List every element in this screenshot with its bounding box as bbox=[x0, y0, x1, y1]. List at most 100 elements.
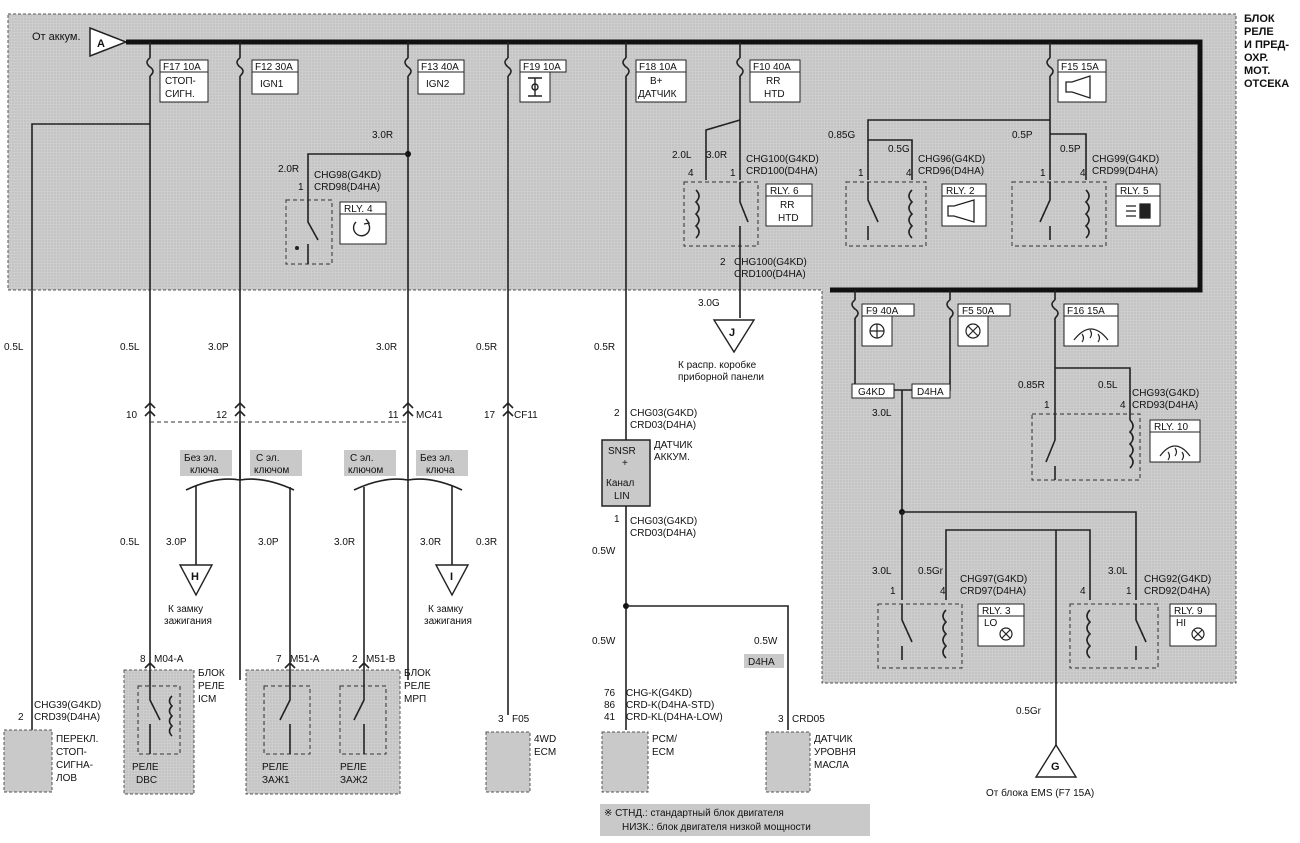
svg-text:0.3R: 0.3R bbox=[476, 537, 497, 548]
svg-text:2: 2 bbox=[720, 257, 726, 268]
svg-text:1: 1 bbox=[1040, 168, 1046, 179]
svg-text:4: 4 bbox=[1120, 400, 1126, 411]
svg-text:К распр. коробке: К распр. коробке bbox=[678, 359, 757, 371]
rly5-circuit: CHG99(G4KD) CRD99(D4HA) 1 4 RLY. 5 bbox=[1011, 154, 1161, 247]
svg-text:РЕЛЕ: РЕЛЕ bbox=[198, 681, 225, 692]
rly4-circuit: 3.0R 2.0R CHG98(G4KD) CRD98(D4HA) 1 RLY.… bbox=[278, 130, 411, 265]
svg-text:CHG39(G4KD): CHG39(G4KD) bbox=[34, 700, 101, 711]
svg-text:ДАТЧИК: ДАТЧИК bbox=[638, 89, 677, 100]
svg-text:1: 1 bbox=[298, 182, 304, 193]
svg-text:CRD99(D4HA): CRD99(D4HA) bbox=[1092, 166, 1158, 177]
fuse-f12: F12 30A IGN1 bbox=[251, 59, 299, 95]
svg-text:M04-A: M04-A bbox=[154, 654, 184, 665]
svg-text:1: 1 bbox=[614, 514, 620, 525]
svg-text:ОХР.: ОХР. bbox=[1244, 52, 1268, 64]
svg-text:3.0P: 3.0P bbox=[258, 537, 279, 548]
svg-text:ключа: ключа bbox=[190, 465, 219, 476]
svg-text:СИГН.: СИГН. bbox=[165, 89, 195, 100]
svg-text:CRD03(D4HA): CRD03(D4HA) bbox=[630, 420, 696, 431]
svg-text:1: 1 bbox=[1126, 586, 1132, 597]
svg-text:CHG-K(G4KD): CHG-K(G4KD) bbox=[626, 688, 692, 699]
svg-text:D4HA: D4HA bbox=[917, 387, 944, 398]
svg-text:RLY. 6: RLY. 6 bbox=[770, 186, 799, 197]
svg-text:CRD100(D4HA): CRD100(D4HA) bbox=[734, 269, 806, 280]
svg-text:От блока EMS (F7 15A): От блока EMS (F7 15A) bbox=[986, 787, 1094, 799]
ref-j-icon: J К распр. коробке приборной панели bbox=[678, 319, 764, 383]
svg-text:0.5R: 0.5R bbox=[476, 342, 497, 353]
defroster-icon bbox=[1073, 328, 1109, 343]
svg-text:RLY. 3: RLY. 3 bbox=[982, 606, 1011, 617]
svg-text:4WD: 4WD bbox=[534, 734, 556, 745]
lower-fuses: F9 40A F5 50A F16 15A G4KD D4HA 3.0L bbox=[851, 290, 1119, 512]
svg-text:0.5L: 0.5L bbox=[4, 342, 24, 353]
svg-text:MC41: MC41 bbox=[416, 410, 443, 421]
svg-text:0.5P: 0.5P bbox=[1060, 144, 1081, 155]
svg-text:LIN: LIN bbox=[614, 491, 630, 502]
svg-text:0.85G: 0.85G bbox=[828, 130, 855, 141]
fuse-f17: F17 10A СТОП- СИГН. bbox=[159, 59, 209, 103]
svg-text:0.5L: 0.5L bbox=[120, 537, 140, 548]
svg-text:К замку: К замку bbox=[428, 604, 463, 615]
svg-text:※ СТНД.: стандартный блок двиг: ※ СТНД.: стандартный блок двигателя bbox=[604, 807, 784, 819]
svg-text:2: 2 bbox=[352, 654, 358, 665]
svg-text:1: 1 bbox=[858, 168, 864, 179]
svg-text:3.0R: 3.0R bbox=[376, 342, 397, 353]
svg-text:ПЕРЕКЛ.: ПЕРЕКЛ. bbox=[56, 734, 98, 745]
fuse-f19: F19 10A bbox=[519, 59, 567, 103]
svg-text:3: 3 bbox=[498, 714, 504, 725]
wire-labels-mid: 0.5L 0.5L 3.0P 3.0R 0.5R 0.5R bbox=[4, 342, 615, 353]
svg-text:ключа: ключа bbox=[426, 465, 455, 476]
mrp-relay-block: 7 M51-A 2 M51-B РЕЛЕ ЗАЖ1 РЕЛЕ ЗАЖ2 БЛОК… bbox=[245, 654, 431, 795]
svg-text:3.0R: 3.0R bbox=[334, 537, 355, 548]
svg-text:И ПРЕД-: И ПРЕД- bbox=[1244, 39, 1289, 51]
stop-lamp-wire bbox=[31, 123, 150, 730]
svg-text:76: 76 bbox=[604, 688, 616, 699]
svg-text:БЛОК: БЛОК bbox=[1244, 13, 1275, 25]
svg-text:CHG99(G4KD): CHG99(G4KD) bbox=[1092, 154, 1159, 165]
svg-text:SNSR: SNSR bbox=[608, 446, 636, 457]
svg-text:РЕЛЕ: РЕЛЕ bbox=[1244, 26, 1274, 38]
svg-text:3.0G: 3.0G bbox=[698, 298, 720, 309]
svg-text:CRD92(D4HA): CRD92(D4HA) bbox=[1144, 586, 1210, 597]
svg-text:БЛОК: БЛОК bbox=[198, 668, 225, 679]
svg-text:F5 50A: F5 50A bbox=[962, 306, 995, 317]
svg-text:8: 8 bbox=[140, 654, 146, 665]
svg-text:LO: LO bbox=[984, 618, 998, 629]
svg-text:D4HA: D4HA bbox=[748, 657, 775, 668]
fan-icon bbox=[965, 323, 981, 339]
svg-text:МАСЛА: МАСЛА bbox=[814, 760, 849, 771]
svg-text:CHG03(G4KD): CHG03(G4KD) bbox=[630, 516, 697, 527]
svg-text:12: 12 bbox=[216, 410, 228, 421]
svg-text:1: 1 bbox=[890, 586, 896, 597]
fan-icon bbox=[1191, 627, 1205, 641]
svg-text:0.5L: 0.5L bbox=[120, 342, 140, 353]
relay-box-background bbox=[7, 13, 1237, 684]
svg-text:4: 4 bbox=[906, 168, 912, 179]
main-power-bus bbox=[126, 39, 1203, 293]
svg-text:7: 7 bbox=[276, 654, 282, 665]
fuse-drops bbox=[149, 42, 1051, 715]
svg-text:CRD98(D4HA): CRD98(D4HA) bbox=[314, 182, 380, 193]
svg-text:10: 10 bbox=[126, 410, 138, 421]
svg-text:CHG93(G4KD): CHG93(G4KD) bbox=[1132, 388, 1199, 399]
svg-text:МРП: МРП bbox=[404, 694, 426, 705]
svg-text:0.5L: 0.5L bbox=[1098, 380, 1118, 391]
svg-text:0.5W: 0.5W bbox=[592, 636, 616, 647]
rly6-circuit: 2.0L 3.0R CHG100(G4KD) CRD100(D4HA) 4 1 … bbox=[672, 119, 819, 318]
svg-text:H: H bbox=[191, 571, 199, 583]
svg-text:РЕЛЕ: РЕЛЕ bbox=[340, 762, 367, 773]
svg-text:3.0P: 3.0P bbox=[208, 342, 229, 353]
svg-text:УРОВНЯ: УРОВНЯ bbox=[814, 747, 856, 758]
fuse-symbols bbox=[146, 57, 1059, 319]
svg-text:РЕЛЕ: РЕЛЕ bbox=[404, 681, 431, 692]
ref-h-icon: H К замку зажигания bbox=[164, 564, 214, 627]
svg-text:F19 10A: F19 10A bbox=[523, 62, 561, 73]
svg-text:M51-A: M51-A bbox=[290, 654, 320, 665]
svg-text:CHG98(G4KD): CHG98(G4KD) bbox=[314, 170, 381, 181]
svg-text:3.0R: 3.0R bbox=[706, 150, 727, 161]
svg-text:3.0L: 3.0L bbox=[872, 408, 892, 419]
svg-text:11: 11 bbox=[388, 410, 399, 421]
svg-text:IGN1: IGN1 bbox=[260, 79, 284, 90]
svg-text:3.0P: 3.0P bbox=[166, 537, 187, 548]
svg-text:M51-B: M51-B bbox=[366, 654, 396, 665]
